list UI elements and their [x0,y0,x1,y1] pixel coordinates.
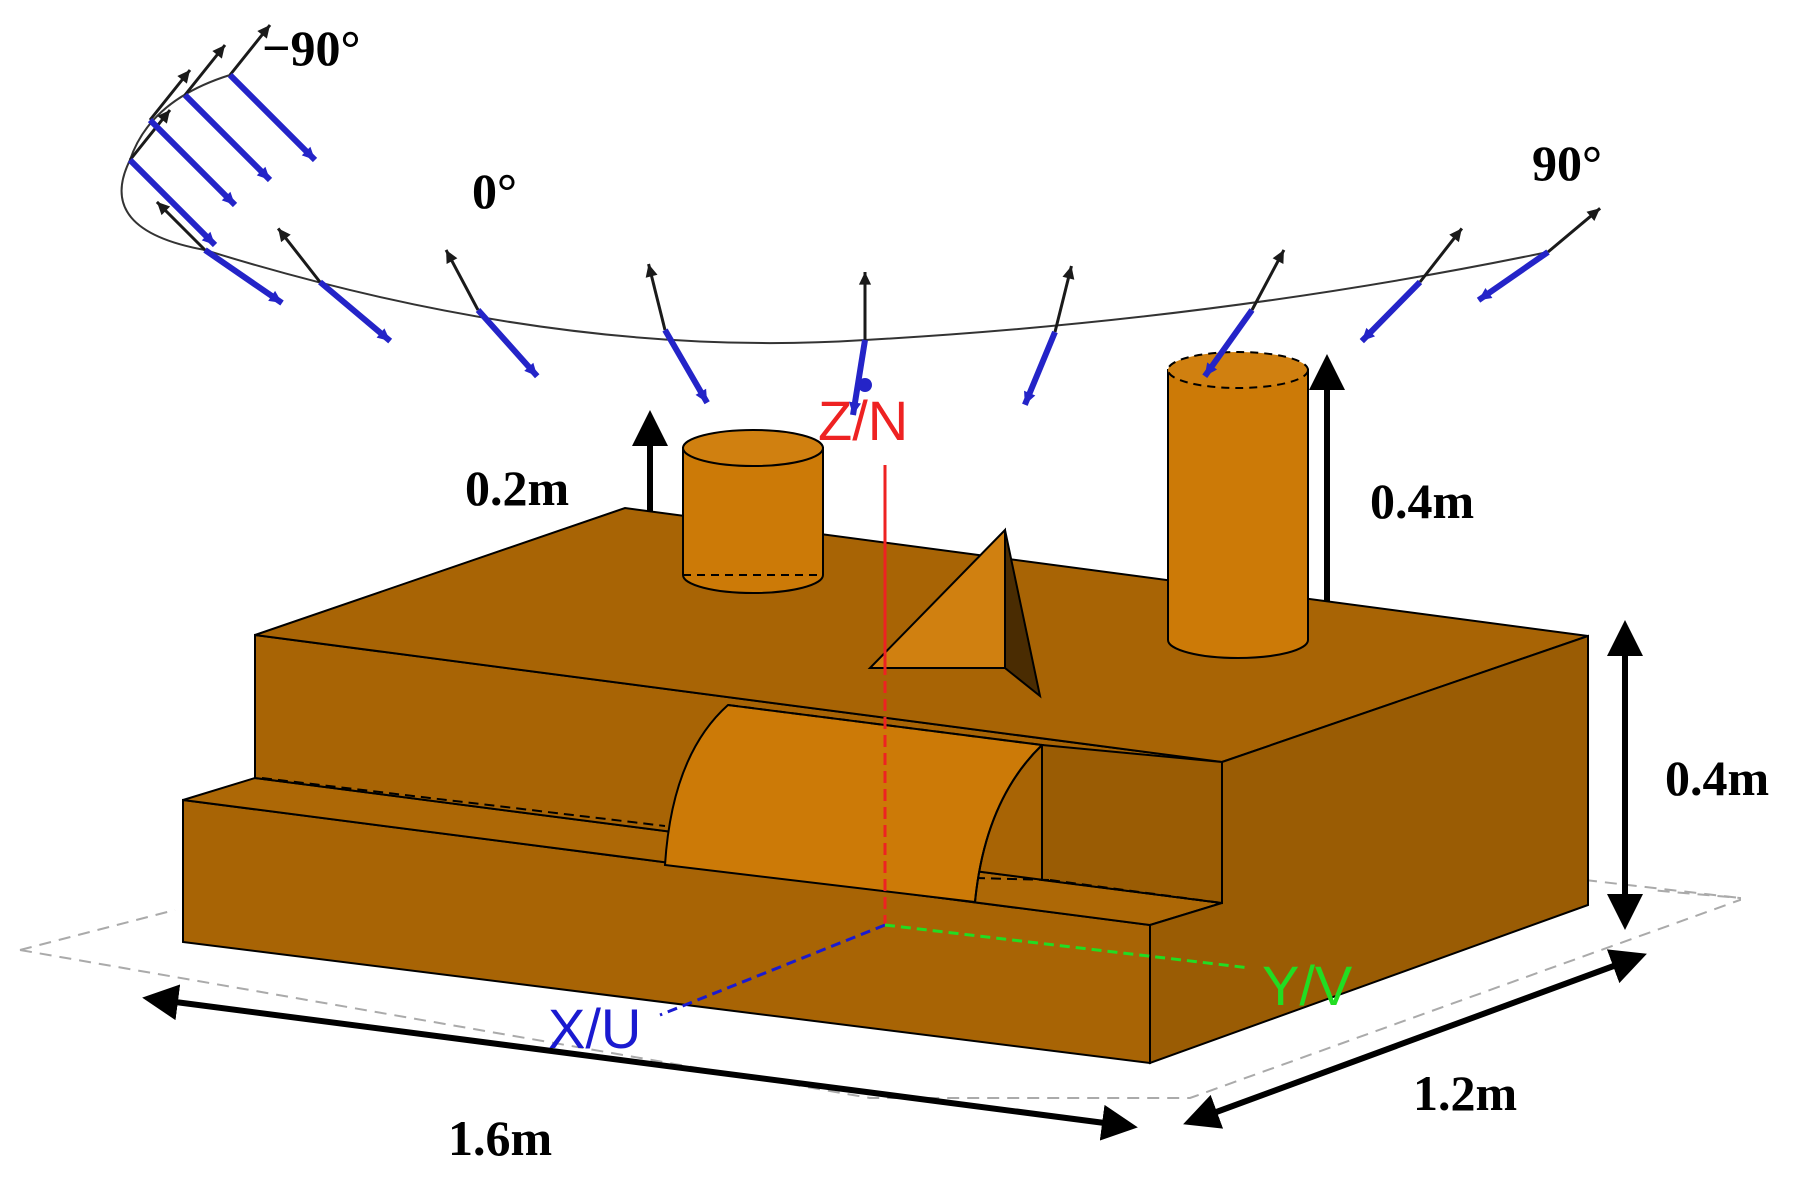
x-axis-label: X/U [548,997,641,1060]
normal-vector-1-head [278,228,291,243]
curl-incident-vector-1 [147,117,238,208]
coordinate-axes: Z/N X/U Y/V [548,389,1353,1060]
incident-vector-7-head [1361,327,1376,342]
incident-vector-3-head [695,388,708,403]
incident-vector-5 [1022,330,1058,406]
orientation-vectors [127,24,1602,416]
angle-label-minus-90: −90° [262,20,361,76]
incident-vector-3 [662,328,710,405]
arc-center-marker [858,378,872,392]
length-dimension-arrow [142,984,1138,1141]
curl-normal-vector-3-head [257,25,270,39]
small-cylinder-height-label: 0.2m [465,460,569,516]
y-axis-line [884,923,1251,970]
y-axis-label: Y/V [1262,954,1353,1017]
curl-incident-vector-2 [182,92,273,183]
width-label: 1.2m [1413,1065,1517,1121]
half-cylinder [663,703,1045,904]
normal-vector-7-head [1449,228,1462,243]
small-cylinder [682,429,824,594]
incident-vector-6 [1202,308,1255,378]
observation-arc [120,24,1602,416]
incident-vector-5-head [1024,390,1036,405]
incident-vector-2 [475,308,540,379]
incident-vector-7 [1359,279,1423,344]
large-cylinder [1167,351,1309,659]
incident-vector-4-head [848,401,862,415]
incident-vector-0-head [268,290,283,304]
curl-incident-vector-0 [127,157,218,248]
length-label: 1.6m [448,1110,552,1166]
incident-vector-2-head [524,362,538,377]
curl-normal-vector-1-head [177,70,190,84]
right-step-inset [1041,743,1223,905]
large-cylinder-height-label: 0.4m [1370,473,1474,529]
incident-vector-8 [1476,249,1550,303]
incident-vector-8-head [1478,288,1493,301]
curl-normal-vector-2-head [212,45,225,59]
normal-vector-0-head [156,201,171,216]
normal-vector-6-head [1272,249,1284,264]
curl-incident-vector-2-head [256,166,270,180]
incident-vector-0 [203,247,284,306]
curl-incident-vector-0-head [201,231,215,245]
normal-vector-5-head [1062,266,1075,280]
normal-vector-4-head [858,272,872,285]
incident-vector-4 [850,339,868,416]
z-axis-label: Z/N [818,389,908,452]
normal-vector-8-head [1586,208,1601,222]
curl-incident-vector-1-head [221,191,235,205]
incident-vector-6-head [1204,362,1218,377]
box-height-label: 0.4m [1665,750,1769,806]
triangular-fin [867,527,1042,699]
x-axis-line [659,923,886,1017]
normal-vector-3-head [645,264,658,278]
incident-vector-1 [318,279,393,344]
angle-label-0: 0° [472,163,517,219]
normal-vector-2-head [446,249,458,264]
angle-label-90: 90° [1532,135,1602,191]
curl-incident-vector-3 [227,72,318,163]
width-dimension-arrow [1183,949,1647,1129]
curl-incident-vector-3-head [301,146,315,160]
curl-normal-vector-0-head [157,110,170,124]
incident-vector-1-head [376,328,391,342]
